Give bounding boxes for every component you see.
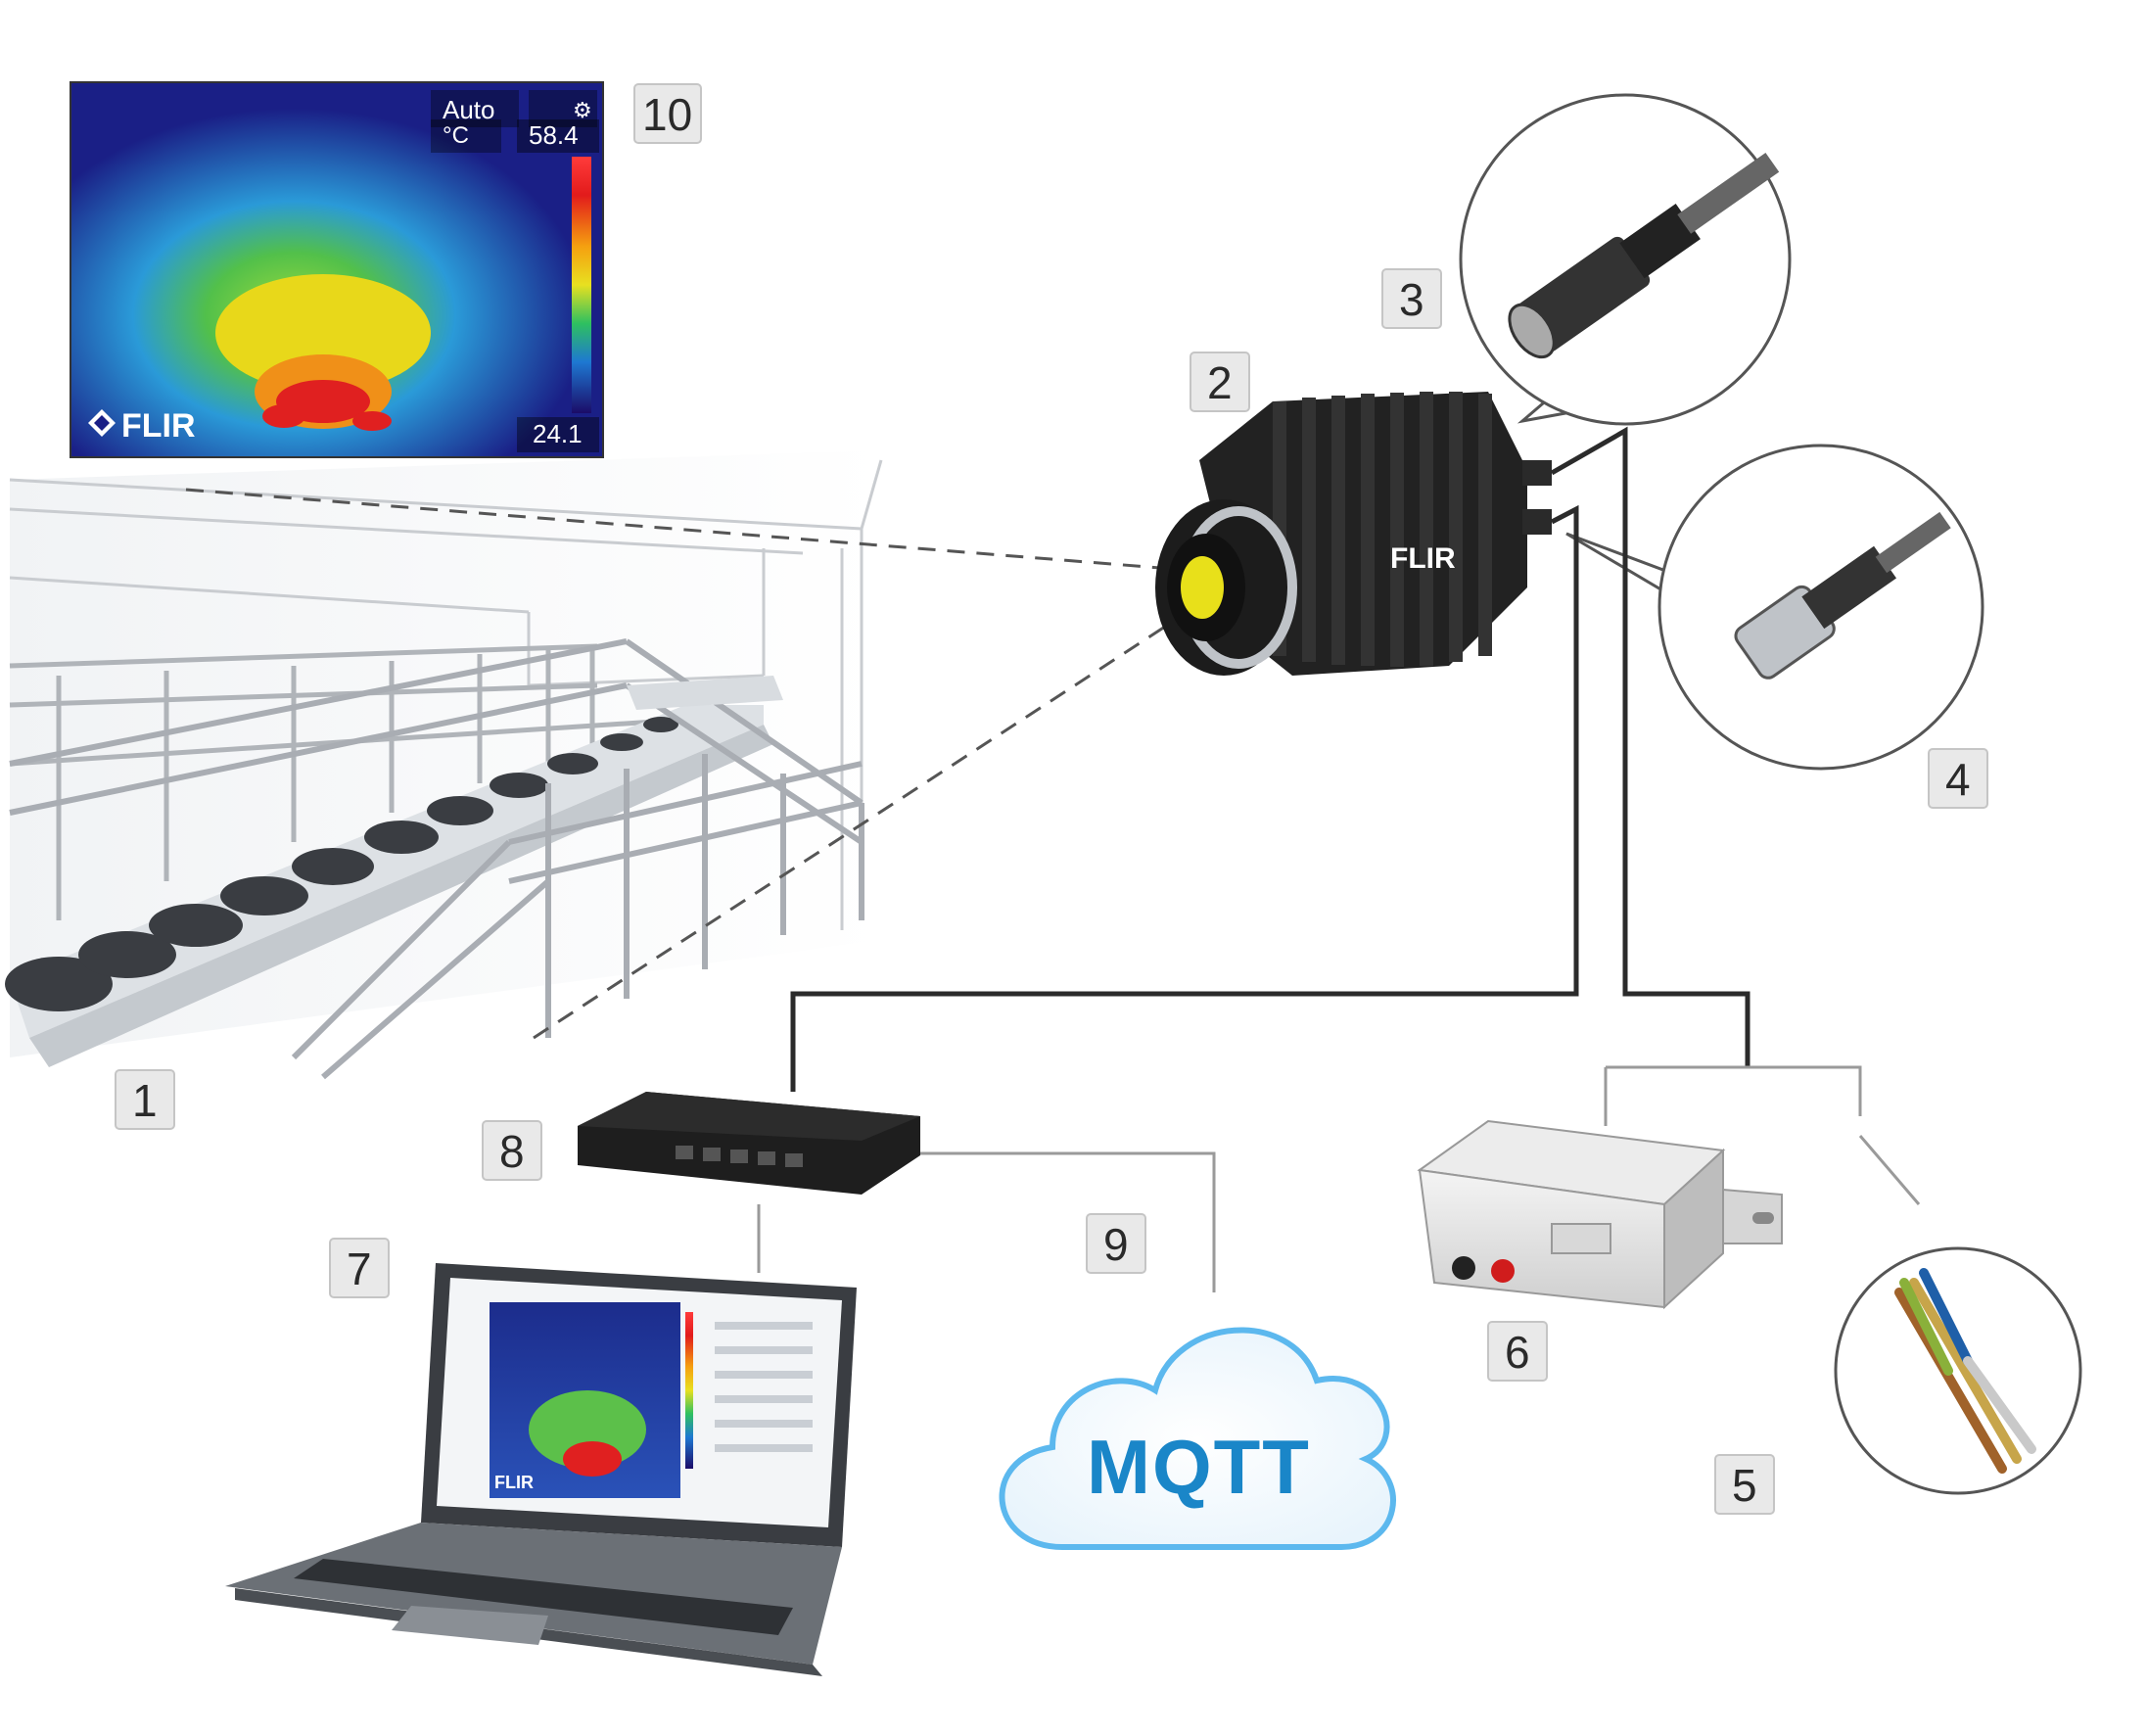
callout-9: 9 (1086, 1213, 1146, 1274)
thermal-mode-label: Auto (443, 95, 495, 124)
callout-5: 5 (1714, 1454, 1775, 1515)
thermal-settings-icon: ⚙ (573, 98, 592, 122)
thermal-camera: FLIR (1155, 392, 1552, 676)
callout-1: 1 (115, 1069, 175, 1130)
mqtt-cloud: MQTT (999, 1327, 1396, 1550)
thermal-unit-label: °C (443, 122, 469, 149)
svg-text:2: 2 (1207, 357, 1233, 408)
svg-text:FLIR: FLIR (121, 407, 196, 445)
svg-text:8: 8 (499, 1126, 525, 1177)
network-switch (578, 1092, 920, 1195)
wire-bubble (1834, 1246, 2082, 1495)
callout-3: 3 (1381, 268, 1442, 329)
svg-text:1: 1 (132, 1075, 158, 1126)
connector-bubble-ethernet (1565, 444, 1984, 771)
cables (790, 426, 1750, 1092)
mqtt-label: MQTT (1087, 1424, 1311, 1510)
svg-text:6: 6 (1505, 1327, 1530, 1378)
callout-6: 6 (1487, 1321, 1548, 1382)
field-of-view-lines (185, 488, 1166, 1040)
thermal-min-temp: 24.1 (533, 419, 583, 448)
thermal-max-temp: 58.4 (529, 120, 579, 150)
flir-logo: FLIR (88, 407, 196, 445)
callout-4: 4 (1928, 748, 1988, 809)
thin-cables (757, 1065, 1921, 1292)
laptop-screen-brand: FLIR (494, 1473, 534, 1492)
svg-text:3: 3 (1399, 274, 1424, 325)
laptop: FLIR (225, 1263, 857, 1676)
svg-text:4: 4 (1945, 754, 1971, 805)
svg-text:7: 7 (347, 1243, 372, 1294)
callout-8: 8 (482, 1120, 542, 1181)
thermal-image: Auto ⚙ °C 58.4 24.1 FLIR (70, 81, 604, 458)
callout-2: 2 (1190, 352, 1250, 412)
svg-text:5: 5 (1732, 1460, 1757, 1511)
conveyor-scene (5, 450, 883, 1080)
power-supply-box (1417, 1119, 1783, 1310)
camera-brand-label: FLIR (1390, 542, 1456, 575)
connector-bubble-m12 (1459, 93, 1792, 426)
callout-10: 10 (633, 83, 702, 144)
svg-text:10: 10 (642, 89, 692, 140)
thermal-color-scale (572, 157, 591, 413)
callout-7: 7 (329, 1238, 390, 1298)
svg-text:9: 9 (1103, 1219, 1129, 1270)
coal-pile (5, 717, 678, 1011)
